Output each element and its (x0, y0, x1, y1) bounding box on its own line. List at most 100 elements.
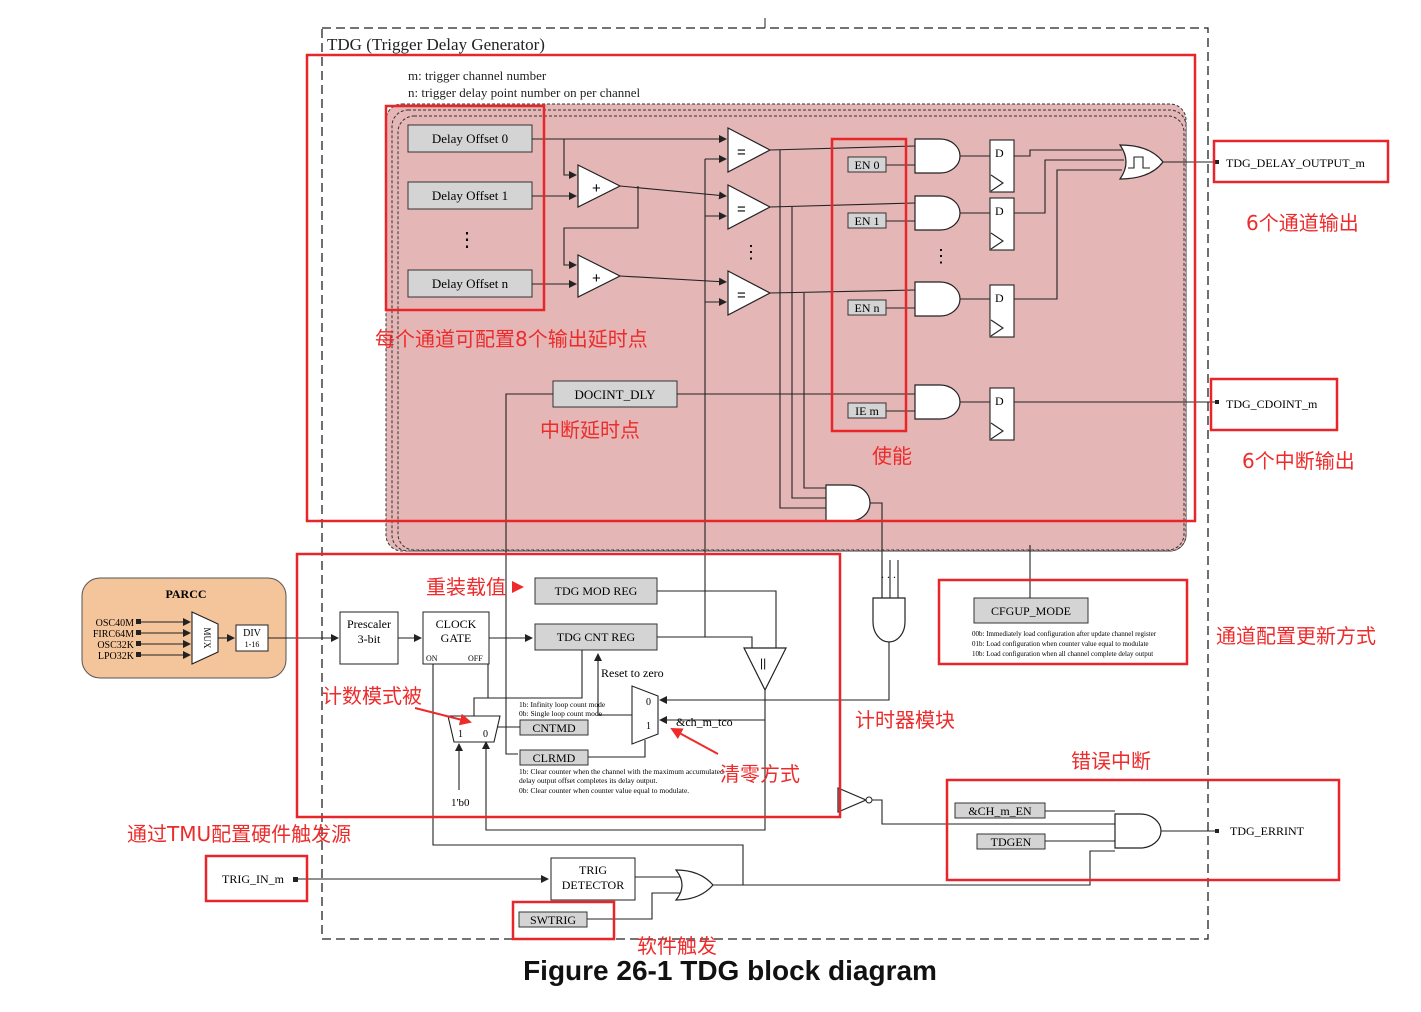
svg-text:+: + (592, 180, 601, 197)
svg-text:||: || (760, 656, 766, 670)
comparator-1: = (727, 184, 772, 230)
highlight-timer-module (295, 552, 842, 819)
note-m: m: trigger channel number (408, 68, 547, 83)
or-gate-output (1118, 144, 1164, 180)
svg-text:. . .: . . . (881, 567, 896, 581)
tdg-title: TDG (Trigger Delay Generator) (327, 35, 545, 54)
delay-offset-0: Delay Offset 0 (407, 124, 533, 153)
annotation-six-interrupt-output: 6个中断输出 (1242, 449, 1355, 473)
annotation-timer-module: 计时器模块 (855, 708, 955, 732)
annotation-reload: 重装载值 (426, 575, 506, 599)
svg-text:=: = (737, 144, 746, 161)
and-gate-0 (914, 138, 961, 174)
clock-gate-block: CLOCK GATE ON OFF (422, 611, 490, 665)
clrmd-desc-2: 0b: Clear counter when counter value equ… (519, 786, 689, 795)
trig-detector-label-2: DETECTOR (562, 878, 624, 892)
adder-1: + (577, 164, 622, 208)
prescaler-label: Prescaler (347, 617, 391, 631)
mux-zero: 0 (646, 697, 651, 708)
clk-lpo32k: LPO32K (98, 651, 135, 662)
reset-to-zero-label: Reset to zero (601, 666, 664, 680)
trig-in-label: TRIG_IN_m (222, 872, 285, 886)
cntmd-desc-1: 0b: Single loop count mode (519, 709, 603, 718)
delay-offset-1: Delay Offset 1 (407, 181, 533, 210)
comparator-out-wires (769, 145, 916, 509)
clock-gate-label-1: CLOCK (436, 617, 477, 631)
svg-text:+: + (592, 270, 601, 287)
cfgup-mode-label: CFGUP_MODE (991, 604, 1071, 618)
dff-n: D (989, 284, 1015, 338)
mux-one: 1 (646, 721, 651, 732)
svg-text:D: D (995, 291, 1004, 305)
and-gate-1 (914, 195, 961, 231)
highlight-cdoint (1209, 377, 1339, 432)
annotation-interrupt-delay: 中断延时点 (540, 418, 640, 442)
or-gate-trigger (674, 869, 714, 901)
trig-detector-block: TRIG DETECTOR (550, 857, 636, 901)
parcc-title: PARCC (165, 587, 206, 601)
clrmd-label: CLRMD (533, 751, 576, 765)
clock-gate-on: ON (426, 654, 438, 663)
dff-1: D (989, 197, 1015, 251)
ch-m-en-label: &CH_m_EN (968, 804, 1032, 818)
tdg-errint-label: TDG_ERRINT (1230, 824, 1305, 838)
annotation-config-update: 通道配置更新方式 (1216, 624, 1376, 648)
tdgen-reg: TDGEN (976, 833, 1046, 850)
highlight-enables (830, 137, 908, 433)
one-b0-label: 1'b0 (451, 797, 470, 809)
highlight-channel-module (305, 53, 1197, 523)
channel-panel (397, 115, 1185, 551)
delay-offset-1-label: Delay Offset 1 (432, 188, 508, 203)
offset-wires (532, 135, 727, 637)
prescaler-block: Prescaler 3-bit (339, 611, 399, 665)
clock-gate-off: OFF (468, 654, 483, 663)
annotation-count-mode: 计数模式被 (322, 684, 422, 708)
tdg-cnt-reg: TDG CNT REG (534, 623, 658, 651)
svg-text:=: = (737, 201, 746, 218)
and-gate-error (1114, 813, 1162, 849)
en-n-reg: EN n (847, 299, 887, 316)
swtrig-label: SWTRIG (530, 913, 576, 927)
highlight-trig-in (204, 854, 309, 903)
reset-mux: 0 1 (631, 685, 659, 745)
annotation-tmu-source: 通过TMU配置硬件触发源 (127, 822, 351, 846)
delay-offset-0-label: Delay Offset 0 (432, 131, 508, 146)
en-1-label: EN 1 (855, 214, 880, 228)
clk-osc40m: OSC40M (96, 618, 134, 629)
en-0-reg: EN 0 (847, 156, 887, 173)
annotation-delay-points: 每个通道可配置8个输出延时点 (375, 327, 648, 351)
annotation-enable: 使能 (872, 444, 912, 468)
svg-text:D: D (995, 204, 1004, 218)
adder-n: + (577, 254, 622, 298)
clrmd-desc-1: delay output offset completes its delay … (519, 776, 658, 785)
clk-firc64m: FIRC64M (93, 629, 134, 640)
mode-mux: 1 0 (447, 715, 501, 743)
prescaler-bits: 3-bit (358, 632, 381, 646)
parcc-block: PARCC OSC40M FIRC64M OSC32K LPO32K MUX D… (81, 577, 287, 679)
en-1-reg: EN 1 (847, 212, 887, 229)
annotation-error-interrupt: 错误中断 (1071, 749, 1151, 773)
cntmd-reg: CNTMD (519, 719, 589, 736)
docint-dly-reg: DOCINT_DLY (552, 380, 678, 408)
clrmd-reg: CLRMD (519, 749, 589, 766)
swtrig-reg: SWTRIG (518, 911, 588, 928)
svg-text:1: 1 (458, 729, 463, 740)
comparator-0: = (727, 127, 772, 173)
tdg-mod-reg-label: TDG MOD REG (555, 584, 638, 598)
div-label: DIV (243, 628, 262, 639)
mux-label: MUX (202, 627, 212, 649)
highlight-cfgup (937, 578, 1189, 666)
delay-offset-n-label: Delay Offset n (432, 276, 509, 291)
annotation-clear-mode: 清零方式 (720, 762, 800, 786)
comparator-ellipsis: ⋮ (742, 242, 760, 262)
div-range: 1-16 (245, 640, 260, 649)
cfgup-desc-0: 00b: Immediately load configuration afte… (972, 630, 1157, 638)
and-gate-channel-complete (825, 484, 871, 522)
and-gate-all-complete (872, 597, 906, 643)
tdgen-label: TDGEN (991, 835, 1032, 849)
annotation-software-trigger: 软件触发 (637, 934, 717, 958)
tdg-mod-reg: TDG MOD REG (534, 577, 658, 605)
and-gate-n (914, 281, 961, 317)
highlight-delay-output (1212, 139, 1390, 184)
clrmd-desc-0: 1b: Clear counter when the channel with … (519, 767, 724, 776)
